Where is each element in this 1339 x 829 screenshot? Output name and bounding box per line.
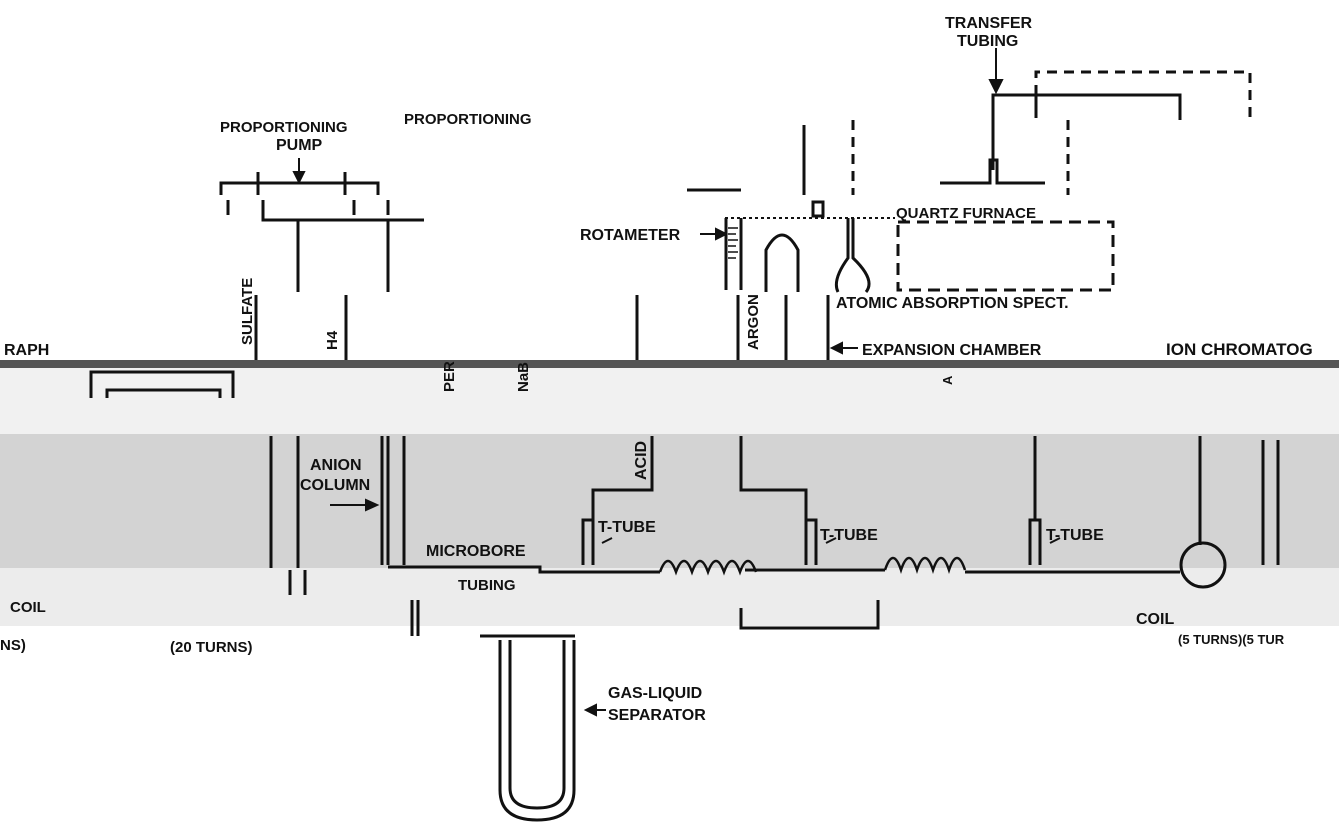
label-gas-liquid-1: GAS-LIQUID xyxy=(608,685,702,702)
separator-arrowhead xyxy=(583,703,597,717)
label-expansion-chamber: EXPANSION CHAMBER xyxy=(862,342,1042,359)
anion-arrowhead xyxy=(365,498,380,512)
label-rotameter: ROTAMETER xyxy=(580,227,681,244)
transfer-arrowhead xyxy=(988,79,1004,95)
label-pump-left-2: PUMP xyxy=(276,137,323,154)
label-transfer-2: TUBING xyxy=(957,33,1018,50)
label-quartz-furnace: QUARTZ FURNACE xyxy=(896,205,1036,222)
pump-header-left xyxy=(261,200,424,222)
label-anion-1: ANION xyxy=(310,457,362,474)
small-fitting xyxy=(811,200,825,218)
label-turns-20: (20 TURNS) xyxy=(170,639,253,656)
label-per: PER xyxy=(441,361,458,392)
label-atomic-absorption: ATOMIC ABSORPTION SPECT. xyxy=(836,295,1069,312)
coil-2 xyxy=(883,556,967,574)
label-tubing: TUBING xyxy=(458,577,516,594)
scan-band-light xyxy=(0,368,1339,434)
transfer-tubing-bracket xyxy=(991,93,1182,170)
t-tube-2-arrow xyxy=(825,537,837,544)
label-anion-2: COLUMN xyxy=(300,477,370,494)
rotameter-scale xyxy=(728,227,738,259)
expansion-bulb xyxy=(1179,541,1227,589)
label-t-tube-1: T-TUBE xyxy=(598,519,656,536)
chromatograph-box xyxy=(89,370,235,398)
argon-line xyxy=(739,436,808,520)
transfer-tubing-dashed xyxy=(1034,70,1252,120)
t-tube-1-arrow xyxy=(601,537,613,544)
label-coil-left: COIL xyxy=(10,599,46,616)
label-argon: ARGON xyxy=(745,294,762,350)
pump-arrowhead xyxy=(292,171,306,185)
scan-band-low xyxy=(0,568,1339,626)
label-turns-right: (5 TURNS)(5 TUR xyxy=(1178,632,1285,647)
t-tube-1-body xyxy=(581,518,595,565)
pump-bracket-left xyxy=(219,181,380,195)
separator-outer xyxy=(498,640,576,822)
u-bulb-left xyxy=(764,233,800,292)
drain-bracket xyxy=(739,600,880,630)
label-a: A xyxy=(940,375,955,385)
label-t-tube-3: T-TUBE xyxy=(1046,527,1104,544)
bulb-right-b xyxy=(851,218,871,293)
bulb-right-a xyxy=(834,218,850,293)
label-pump-right: PROPORTIONING xyxy=(404,111,532,128)
label-graph: RAPH xyxy=(4,342,49,359)
label-turns-left: NS) xyxy=(0,637,26,654)
expansion-arrowhead xyxy=(829,341,843,355)
t-tube-2-body xyxy=(804,518,818,565)
label-pump-left: PROPORTIONING xyxy=(220,119,348,136)
label-h4: H4 xyxy=(324,330,341,350)
quartz-furnace-box xyxy=(896,220,1115,292)
label-ion-chromatog: ION CHROMATOG xyxy=(1166,340,1313,359)
label-microbore: MICROBORE xyxy=(426,543,526,560)
t-tube-3-arrow xyxy=(1049,537,1061,544)
label-acid: ACID xyxy=(633,441,650,480)
scan-band-dark xyxy=(0,360,1339,368)
scan-band-mid xyxy=(0,434,1339,568)
rotameter-arrowhead xyxy=(715,227,729,241)
label-transfer-1: TRANSFER xyxy=(945,15,1033,32)
label-nab: NaB xyxy=(515,362,532,392)
label-coil-right: COIL xyxy=(1136,611,1174,628)
furnace-stub xyxy=(940,158,1045,185)
label-sulfate: SULFATE xyxy=(239,278,256,345)
chromatograph-inner xyxy=(105,388,222,398)
label-gas-liquid-2: SEPARATOR xyxy=(608,707,706,724)
separator-inner xyxy=(508,640,566,810)
microbore-tubing xyxy=(388,565,660,574)
acid-line xyxy=(591,436,654,520)
label-t-tube-2: T-TUBE xyxy=(820,527,878,544)
coil-1 xyxy=(658,559,758,576)
